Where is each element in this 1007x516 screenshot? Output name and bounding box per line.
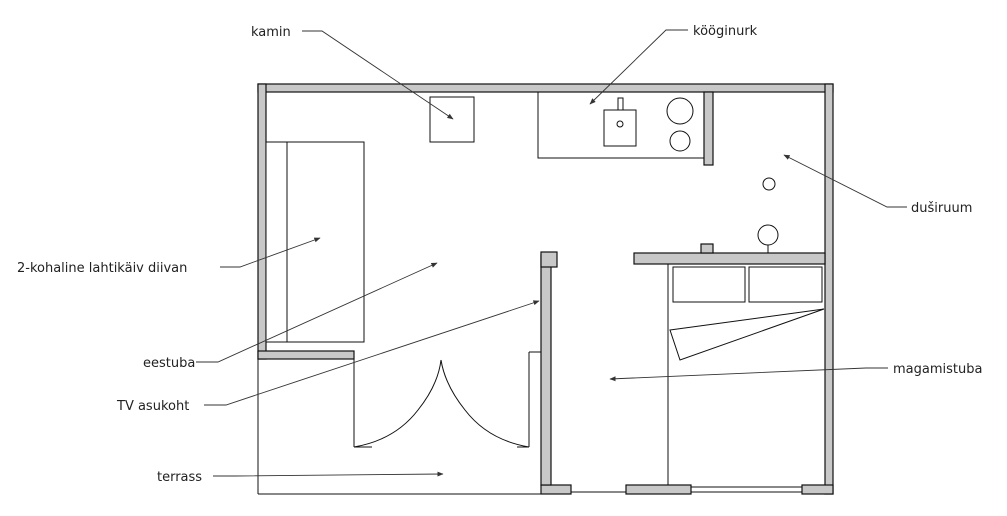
wall-left bbox=[257, 83, 267, 360]
label-magamistuba: magamistuba bbox=[893, 362, 982, 377]
wall-tv bbox=[540, 254, 552, 486]
wall-top bbox=[257, 83, 834, 93]
label-dusiruum: duširuum bbox=[911, 201, 972, 216]
label-tv: TV asukoht bbox=[116, 399, 189, 414]
leader-lines bbox=[196, 29, 907, 477]
label-diivan: 2-kohaline lahtikäiv diivan bbox=[17, 261, 187, 276]
toilet bbox=[757, 224, 779, 246]
wall-terrace bbox=[257, 350, 355, 360]
bed bbox=[667, 263, 825, 485]
wall-bottom-mid bbox=[625, 484, 692, 495]
leader-dusiruum bbox=[783, 154, 907, 208]
label-kamin: kamin bbox=[251, 25, 291, 40]
pillow bbox=[748, 266, 823, 303]
wall-right bbox=[824, 83, 834, 495]
fireplace bbox=[429, 96, 475, 143]
sink bbox=[603, 109, 637, 147]
leader-magamistuba bbox=[609, 367, 888, 382]
double-door bbox=[353, 359, 530, 448]
leader-kamin bbox=[302, 30, 454, 120]
leader-eestuba bbox=[196, 262, 438, 363]
outer-walls bbox=[257, 83, 834, 495]
label-kooginurk: kööginurk bbox=[693, 24, 758, 39]
room-labels: kamin kööginurk duširuum 2-kohaline laht… bbox=[17, 24, 982, 485]
leader-kooginurk bbox=[589, 29, 688, 105]
sofa-bed bbox=[265, 141, 365, 343]
leader-terrass bbox=[213, 471, 444, 477]
shower-drain bbox=[762, 177, 776, 191]
wall-bottom-right bbox=[801, 484, 834, 495]
kitchen-counter bbox=[537, 92, 704, 159]
leader-diivan bbox=[220, 237, 321, 268]
faucet bbox=[617, 97, 624, 111]
inner-walls bbox=[257, 91, 826, 486]
stove-burner bbox=[666, 97, 694, 125]
wall-shower-bedroom bbox=[633, 252, 826, 265]
wall-kitchen-shower bbox=[703, 91, 714, 166]
stove-burner bbox=[669, 130, 691, 152]
label-eestuba: eestuba bbox=[143, 356, 195, 371]
leader-tv bbox=[204, 300, 540, 406]
wall-bottom-left bbox=[540, 484, 572, 495]
terrace-outline bbox=[257, 351, 541, 495]
pillow bbox=[672, 266, 746, 303]
blanket-fold bbox=[669, 308, 825, 361]
label-terrass: terrass bbox=[157, 470, 202, 485]
